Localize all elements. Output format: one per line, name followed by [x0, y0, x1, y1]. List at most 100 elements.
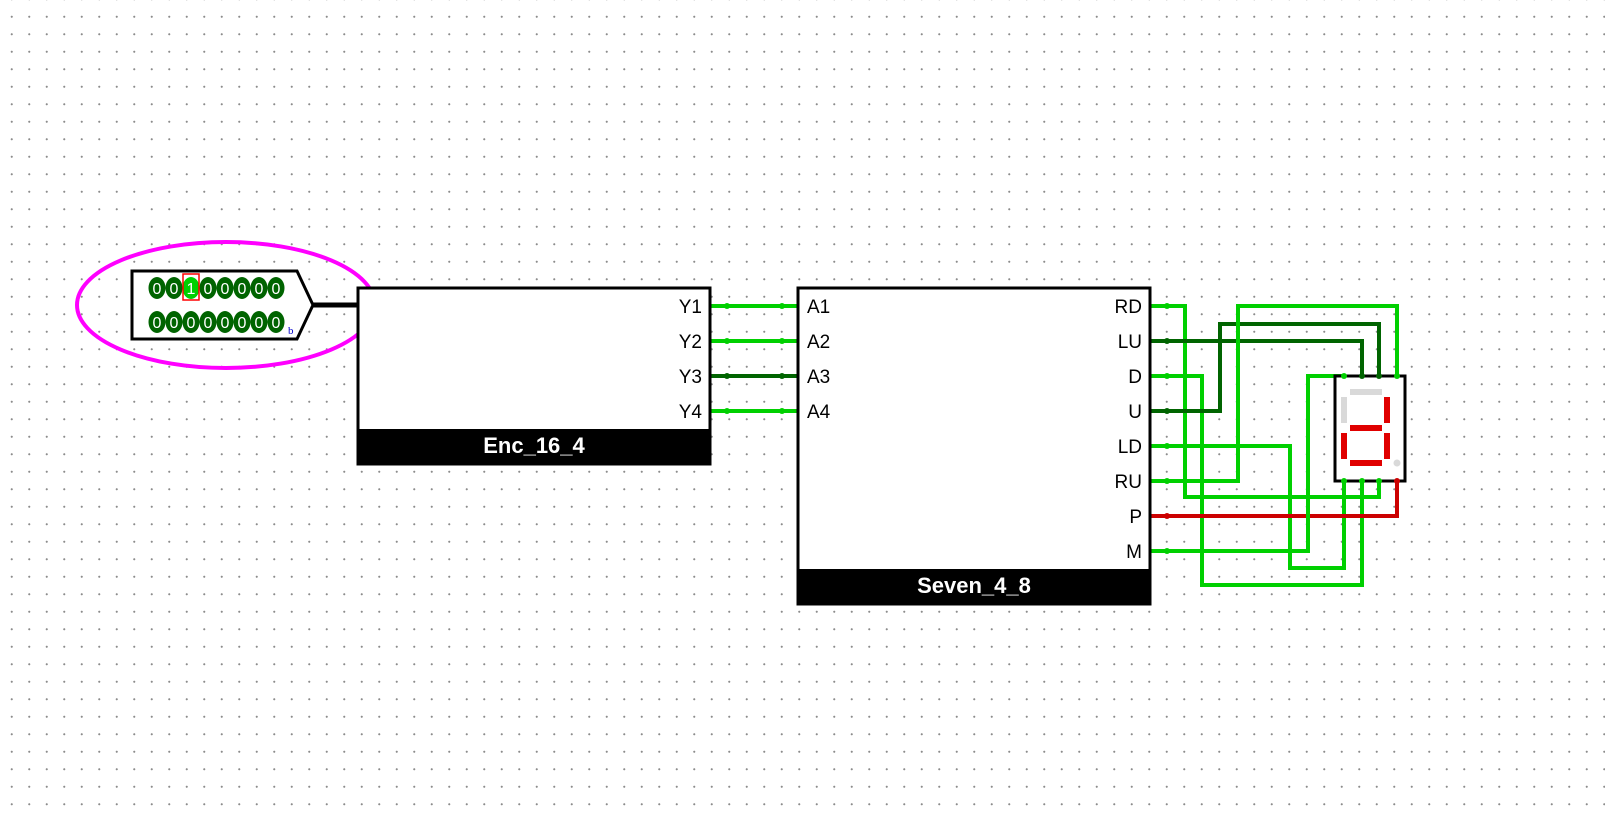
wire-ld[interactable] — [1149, 444, 1346, 570]
display-pin-top-3[interactable] — [1376, 373, 1382, 379]
wire-u[interactable] — [1149, 322, 1381, 413]
encoder-output-y2: Y2 — [679, 332, 702, 353]
display-pin-bottom-2[interactable] — [1359, 478, 1365, 484]
decoder-input-a4: A4 — [807, 402, 831, 423]
bit-14-value: 0 — [238, 315, 247, 332]
display-pin-top-1[interactable] — [1341, 373, 1347, 379]
segment-bottom-right — [1384, 433, 1390, 459]
wire-p[interactable] — [1149, 482, 1399, 518]
port-a2-dot[interactable] — [779, 338, 785, 344]
decoder-output-d: D — [1128, 367, 1142, 388]
bit-13[interactable] — [216, 311, 234, 333]
bit-2-value: 0 — [170, 281, 179, 298]
bit-16-value: 0 — [272, 315, 281, 332]
wire-ru[interactable] — [1149, 304, 1399, 483]
port-y3-dot[interactable] — [724, 373, 730, 379]
display-pin-top-2[interactable] — [1359, 373, 1365, 379]
bit-9[interactable] — [148, 311, 166, 333]
port-lu-dot[interactable] — [1164, 338, 1170, 344]
bit-5[interactable] — [216, 277, 234, 299]
bit-4[interactable] — [199, 277, 217, 299]
port-ru-dot[interactable] — [1164, 478, 1170, 484]
input-pin-row2: 0 0 0 0 0 0 0 0 — [148, 311, 285, 333]
port-y1-dot[interactable] — [724, 303, 730, 309]
segment-middle — [1350, 425, 1382, 431]
decoder-output-p: P — [1129, 507, 1142, 528]
port-a1-dot[interactable] — [779, 303, 785, 309]
display-pin-top-4[interactable] — [1394, 373, 1400, 379]
bit-15-value: 0 — [255, 315, 264, 332]
encoder-title: Enc_16_4 — [483, 433, 585, 458]
encoder-title-bar — [358, 429, 710, 464]
seven-decoder-title: Seven_4_8 — [917, 573, 1031, 598]
radix-indicator: b — [288, 325, 294, 337]
display-pin-bottom-4[interactable] — [1394, 478, 1400, 484]
bit-3[interactable] — [182, 277, 200, 299]
wire-m[interactable] — [1149, 374, 1346, 553]
bit-5-value: 0 — [221, 281, 230, 298]
decoder-input-a1: A1 — [807, 297, 830, 318]
seven-decoder-component[interactable]: Seven_4_8 A1 A2 A3 A4 RD LU D U LD RU P … — [779, 286, 1170, 606]
bit-12-value: 0 — [204, 315, 213, 332]
port-m-dot[interactable] — [1164, 548, 1170, 554]
bit-6-value: 0 — [238, 281, 247, 298]
bit-12[interactable] — [199, 311, 217, 333]
decoder-output-lu: LU — [1118, 332, 1142, 353]
bit-9-value: 0 — [153, 315, 162, 332]
bit-7[interactable] — [250, 277, 268, 299]
bit-15[interactable] — [250, 311, 268, 333]
seven-segment-display[interactable] — [1333, 373, 1407, 484]
bit-1-value: 0 — [153, 281, 162, 298]
display-pin-bottom-1[interactable] — [1341, 478, 1347, 484]
port-u-dot[interactable] — [1164, 408, 1170, 414]
bit-4-value: 0 — [204, 281, 213, 298]
port-y2-dot[interactable] — [724, 338, 730, 344]
wire-d[interactable] — [1149, 374, 1364, 587]
segment-bottom-left — [1341, 433, 1347, 459]
display-pin-bottom-3[interactable] — [1376, 478, 1382, 484]
port-d-dot[interactable] — [1164, 373, 1170, 379]
bit-14[interactable] — [233, 311, 251, 333]
port-ld-dot[interactable] — [1164, 443, 1170, 449]
port-y4-dot[interactable] — [724, 408, 730, 414]
port-a4-dot[interactable] — [779, 408, 785, 414]
encoder-output-y3: Y3 — [679, 367, 702, 388]
bit-8[interactable] — [267, 277, 285, 299]
segment-bottom — [1350, 460, 1382, 466]
decoder-input-a2: A2 — [807, 332, 830, 353]
port-p-dot[interactable] — [1164, 513, 1170, 519]
bit-10-value: 0 — [170, 315, 179, 332]
bit-6[interactable] — [233, 277, 251, 299]
wire-rd[interactable] — [1149, 304, 1381, 499]
bit-11-value: 0 — [187, 315, 196, 332]
bit-11[interactable] — [182, 311, 200, 333]
bit-7-value: 0 — [255, 281, 264, 298]
encoder-output-y1: Y1 — [679, 297, 702, 318]
seven-decoder-title-bar — [798, 569, 1150, 604]
decoder-output-ru: RU — [1115, 472, 1142, 493]
decoder-output-m: M — [1126, 542, 1142, 563]
seven-decoder-body — [796, 286, 1152, 606]
bit-8-value: 0 — [272, 281, 281, 298]
port-a3-dot[interactable] — [779, 373, 785, 379]
wires — [310, 302, 1399, 587]
bit-1[interactable] — [148, 277, 166, 299]
encoder-component[interactable]: Enc_16_4 Y1 Y2 Y3 Y4 — [356, 286, 730, 466]
segment-top-left — [1341, 397, 1347, 423]
input-pin-16bit[interactable]: 0 0 1 0 0 0 0 0 0 0 0 0 0 0 0 0 b — [130, 269, 315, 341]
bit-3-value: 1 — [187, 281, 196, 298]
decoder-output-u: U — [1128, 402, 1142, 423]
encoder-output-y4: Y4 — [679, 402, 703, 423]
port-rd-dot[interactable] — [1164, 303, 1170, 309]
decoder-output-ld: LD — [1118, 437, 1142, 458]
bit-10[interactable] — [165, 311, 183, 333]
bit-16[interactable] — [267, 311, 285, 333]
decoder-input-a3: A3 — [807, 367, 830, 388]
bit-2[interactable] — [165, 277, 183, 299]
segment-decimal-point — [1393, 459, 1401, 467]
selected-bit-cursor — [182, 273, 200, 301]
decoder-output-rd: RD — [1115, 297, 1142, 318]
input-pin-row1: 0 0 1 0 0 0 0 0 — [148, 273, 285, 301]
wire-lu[interactable] — [1149, 339, 1364, 378]
